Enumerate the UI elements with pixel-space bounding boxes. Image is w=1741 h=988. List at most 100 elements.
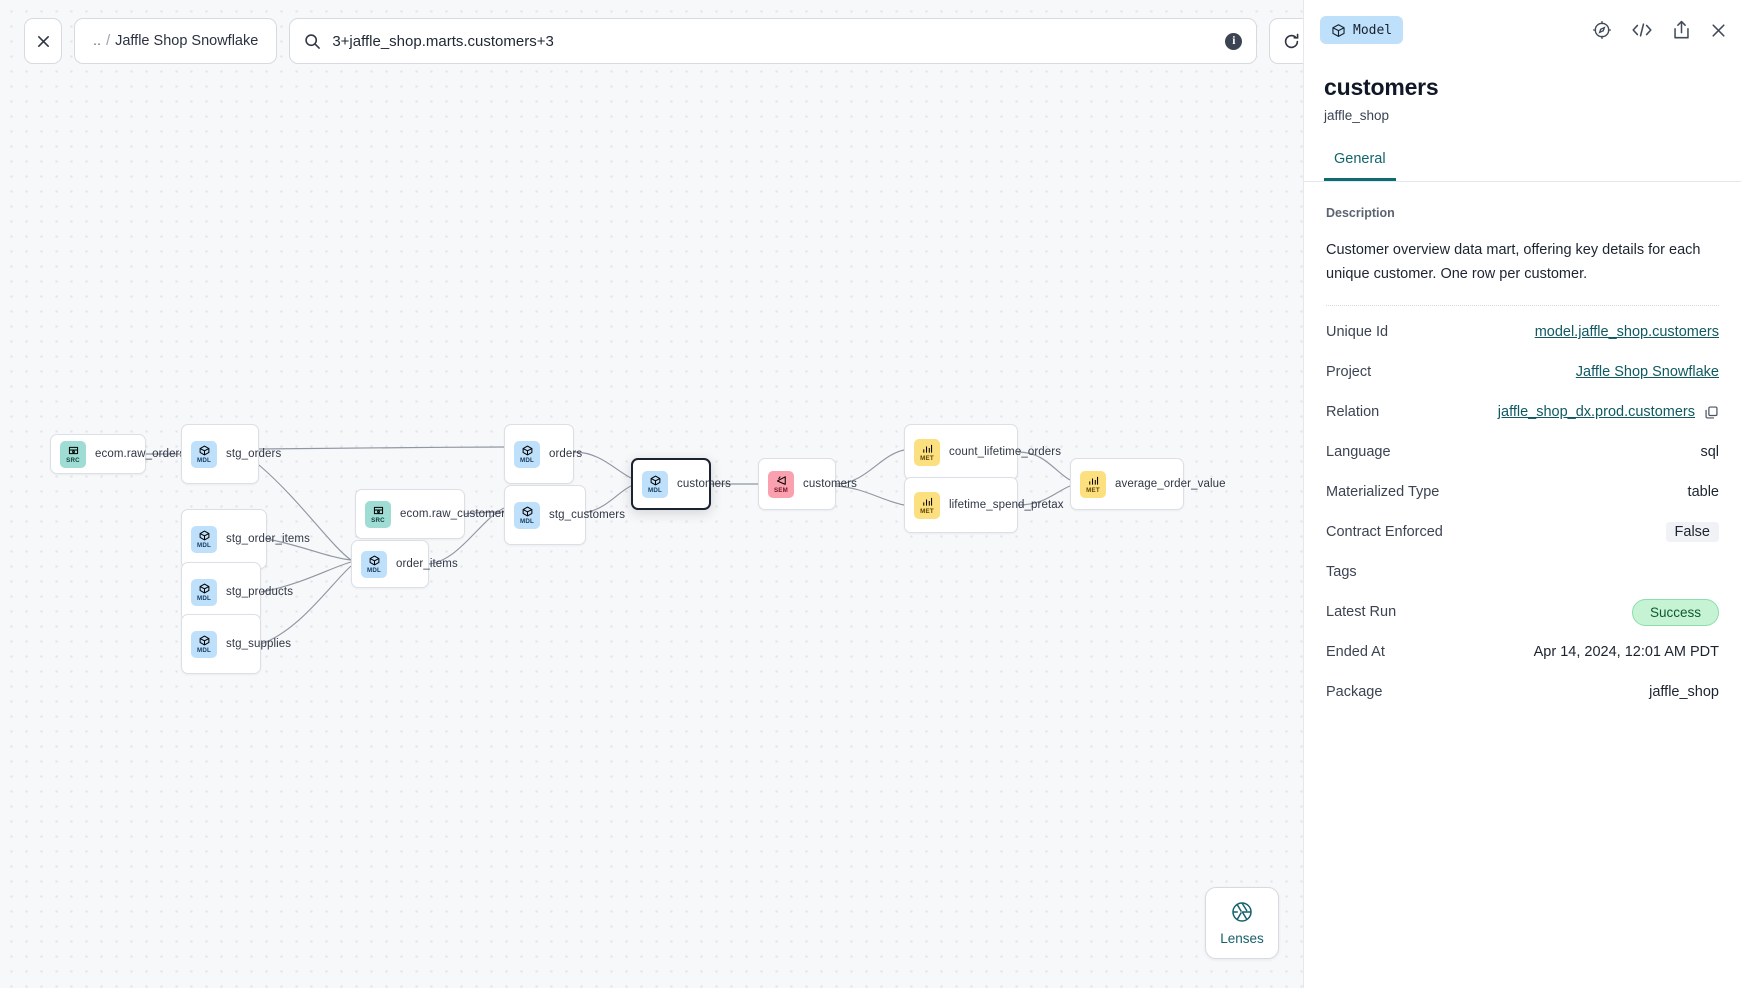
details-title-block: customers jaffle_shop <box>1304 60 1741 123</box>
lineage-node-ecom_raw_customers[interactable]: SRC ecom.raw_customers <box>355 489 511 539</box>
metadata-row: Contract Enforced False <box>1326 512 1719 552</box>
metadata-value: False <box>1665 522 1719 542</box>
metadata-row: Package jaffle_shop <box>1326 672 1719 712</box>
breadcrumb-separator: / <box>106 33 111 49</box>
metadata-row: Materialized Type table <box>1326 472 1719 512</box>
explore-icon[interactable] <box>1592 20 1612 40</box>
lineage-node-orders[interactable]: MDL orders <box>504 424 582 484</box>
metadata-value-link[interactable]: model.jaffle_shop.customers <box>1534 324 1719 340</box>
lineage-node-stg_order_items[interactable]: MDL stg_order_items <box>181 509 310 569</box>
node-type-badge-mdl-icon: MDL <box>361 550 387 578</box>
node-label: ecom.raw_customers <box>400 508 512 520</box>
metadata-value: sql <box>1700 444 1719 460</box>
node-label: ecom.raw_orders <box>95 448 186 460</box>
node-label: customers <box>803 478 857 490</box>
share-icon[interactable] <box>1672 20 1691 40</box>
metadata-key: Materialized Type <box>1326 484 1440 500</box>
lineage-edge <box>258 464 352 561</box>
details-panel: Model <box>1303 0 1741 988</box>
status-badge: Success <box>1631 598 1719 626</box>
metadata-key: Project <box>1326 364 1372 380</box>
metadata-row: Project Jaffle Shop Snowflake <box>1326 352 1719 392</box>
section-divider <box>1326 305 1719 306</box>
node-type-badge-mdl-icon: MDL <box>191 630 217 658</box>
node-label: customers <box>677 478 731 490</box>
node-type-badge-mdl-icon: MDL <box>514 440 540 468</box>
node-type-badge-src-icon: SRC <box>365 500 391 528</box>
node-type-badge-src-icon: SRC <box>60 440 86 468</box>
node-type-badge-met-icon: MET <box>914 491 940 519</box>
lineage-node-stg_products[interactable]: MDL stg_products <box>181 562 293 622</box>
refresh-icon <box>1284 33 1299 48</box>
lens-aperture-icon <box>1232 902 1252 922</box>
tab-general[interactable]: General <box>1324 151 1396 181</box>
metadata-key: Ended At <box>1326 644 1385 660</box>
node-label: order_items <box>396 558 458 570</box>
canvas-toolbar: ../Jaffle Shop Snowflake i <box>24 18 1303 64</box>
metadata-value-group: jaffle_shop_dx.prod.customers <box>1498 404 1719 420</box>
node-type-badge-mdl-icon: MDL <box>191 525 217 553</box>
metadata-key: Package <box>1326 684 1383 700</box>
node-type-badge-sem-icon: SEM <box>768 470 794 498</box>
search-input[interactable] <box>332 32 1215 50</box>
description-text: Customer overview data mart, offering ke… <box>1326 242 1701 282</box>
metadata-value: jaffle_shop <box>1649 684 1719 700</box>
metadata-key: Unique Id <box>1326 324 1389 340</box>
lineage-node-customers_model[interactable]: MDL customers <box>631 458 731 510</box>
metadata-row: Ended At Apr 14, 2024, 12:01 AM PDT <box>1326 632 1719 672</box>
node-type-badge-mdl-icon: MDL <box>191 578 217 606</box>
lineage-canvas[interactable]: ../Jaffle Shop Snowflake i SRC ecom.raw_o… <box>0 0 1303 988</box>
lenses-button[interactable]: Lenses <box>1205 887 1279 959</box>
metadata-key: Contract Enforced <box>1326 524 1443 540</box>
close-lineage-button[interactable] <box>24 18 62 64</box>
metadata-value: table <box>1687 484 1719 500</box>
page-title: customers <box>1324 74 1439 100</box>
metadata-value-link[interactable]: jaffle_shop_dx.prod.customers <box>1497 404 1695 420</box>
breadcrumb[interactable]: ../Jaffle Shop Snowflake <box>74 18 278 64</box>
node-type-badge-mdl-icon: MDL <box>642 470 668 498</box>
metadata-value-link[interactable]: Jaffle Shop Snowflake <box>1575 364 1719 380</box>
node-label: count_lifetime_orders <box>949 446 1062 458</box>
details-header-actions <box>1592 20 1727 40</box>
resource-type-chip[interactable]: Model <box>1320 16 1404 44</box>
metadata-value: Apr 14, 2024, 12:01 AM PDT <box>1533 644 1719 660</box>
cube-icon <box>1332 23 1345 37</box>
description-label: Description <box>1326 206 1395 220</box>
lineage-node-order_items[interactable]: MDL order_items <box>351 540 458 588</box>
node-label: stg_customers <box>549 509 626 521</box>
page-subtitle: jaffle_shop <box>1324 108 1390 123</box>
lineage-node-count_lifetime_orders[interactable]: MET count_lifetime_orders <box>904 424 1061 480</box>
metadata-key: Tags <box>1326 564 1357 580</box>
lineage-edge <box>258 446 505 450</box>
metadata-row: Tags <box>1326 552 1719 592</box>
details-body: Description Customer overview data mart,… <box>1304 182 1741 712</box>
lenses-label: Lenses <box>1220 931 1264 946</box>
node-label: orders <box>549 448 583 460</box>
node-type-badge-mdl-icon: MDL <box>191 440 217 468</box>
lineage-search[interactable]: i <box>289 18 1258 64</box>
lineage-node-ecom_raw_orders[interactable]: SRC ecom.raw_orders <box>50 434 185 474</box>
refresh-button[interactable] <box>1269 18 1303 64</box>
metadata-key: Language <box>1326 444 1391 460</box>
close-panel-icon[interactable] <box>1710 22 1727 39</box>
node-label: stg_order_items <box>226 533 310 545</box>
node-type-badge-mdl-icon: MDL <box>514 501 540 529</box>
copy-icon[interactable] <box>1704 405 1719 420</box>
code-icon[interactable] <box>1631 21 1653 39</box>
lineage-edge <box>260 565 352 645</box>
node-type-badge-met-icon: MET <box>914 438 940 466</box>
lineage-node-stg_customers[interactable]: MDL stg_customers <box>504 485 625 545</box>
node-label: stg_products <box>226 586 294 598</box>
node-type-badge-met-icon: MET <box>1080 470 1106 498</box>
node-label: stg_orders <box>226 448 282 460</box>
search-info-icon[interactable]: i <box>1225 32 1243 50</box>
lineage-node-customers_semantic[interactable]: SEM customers <box>758 458 857 510</box>
breadcrumb-project: Jaffle Shop Snowflake <box>115 33 259 49</box>
lineage-node-stg_orders[interactable]: MDL stg_orders <box>181 424 281 484</box>
